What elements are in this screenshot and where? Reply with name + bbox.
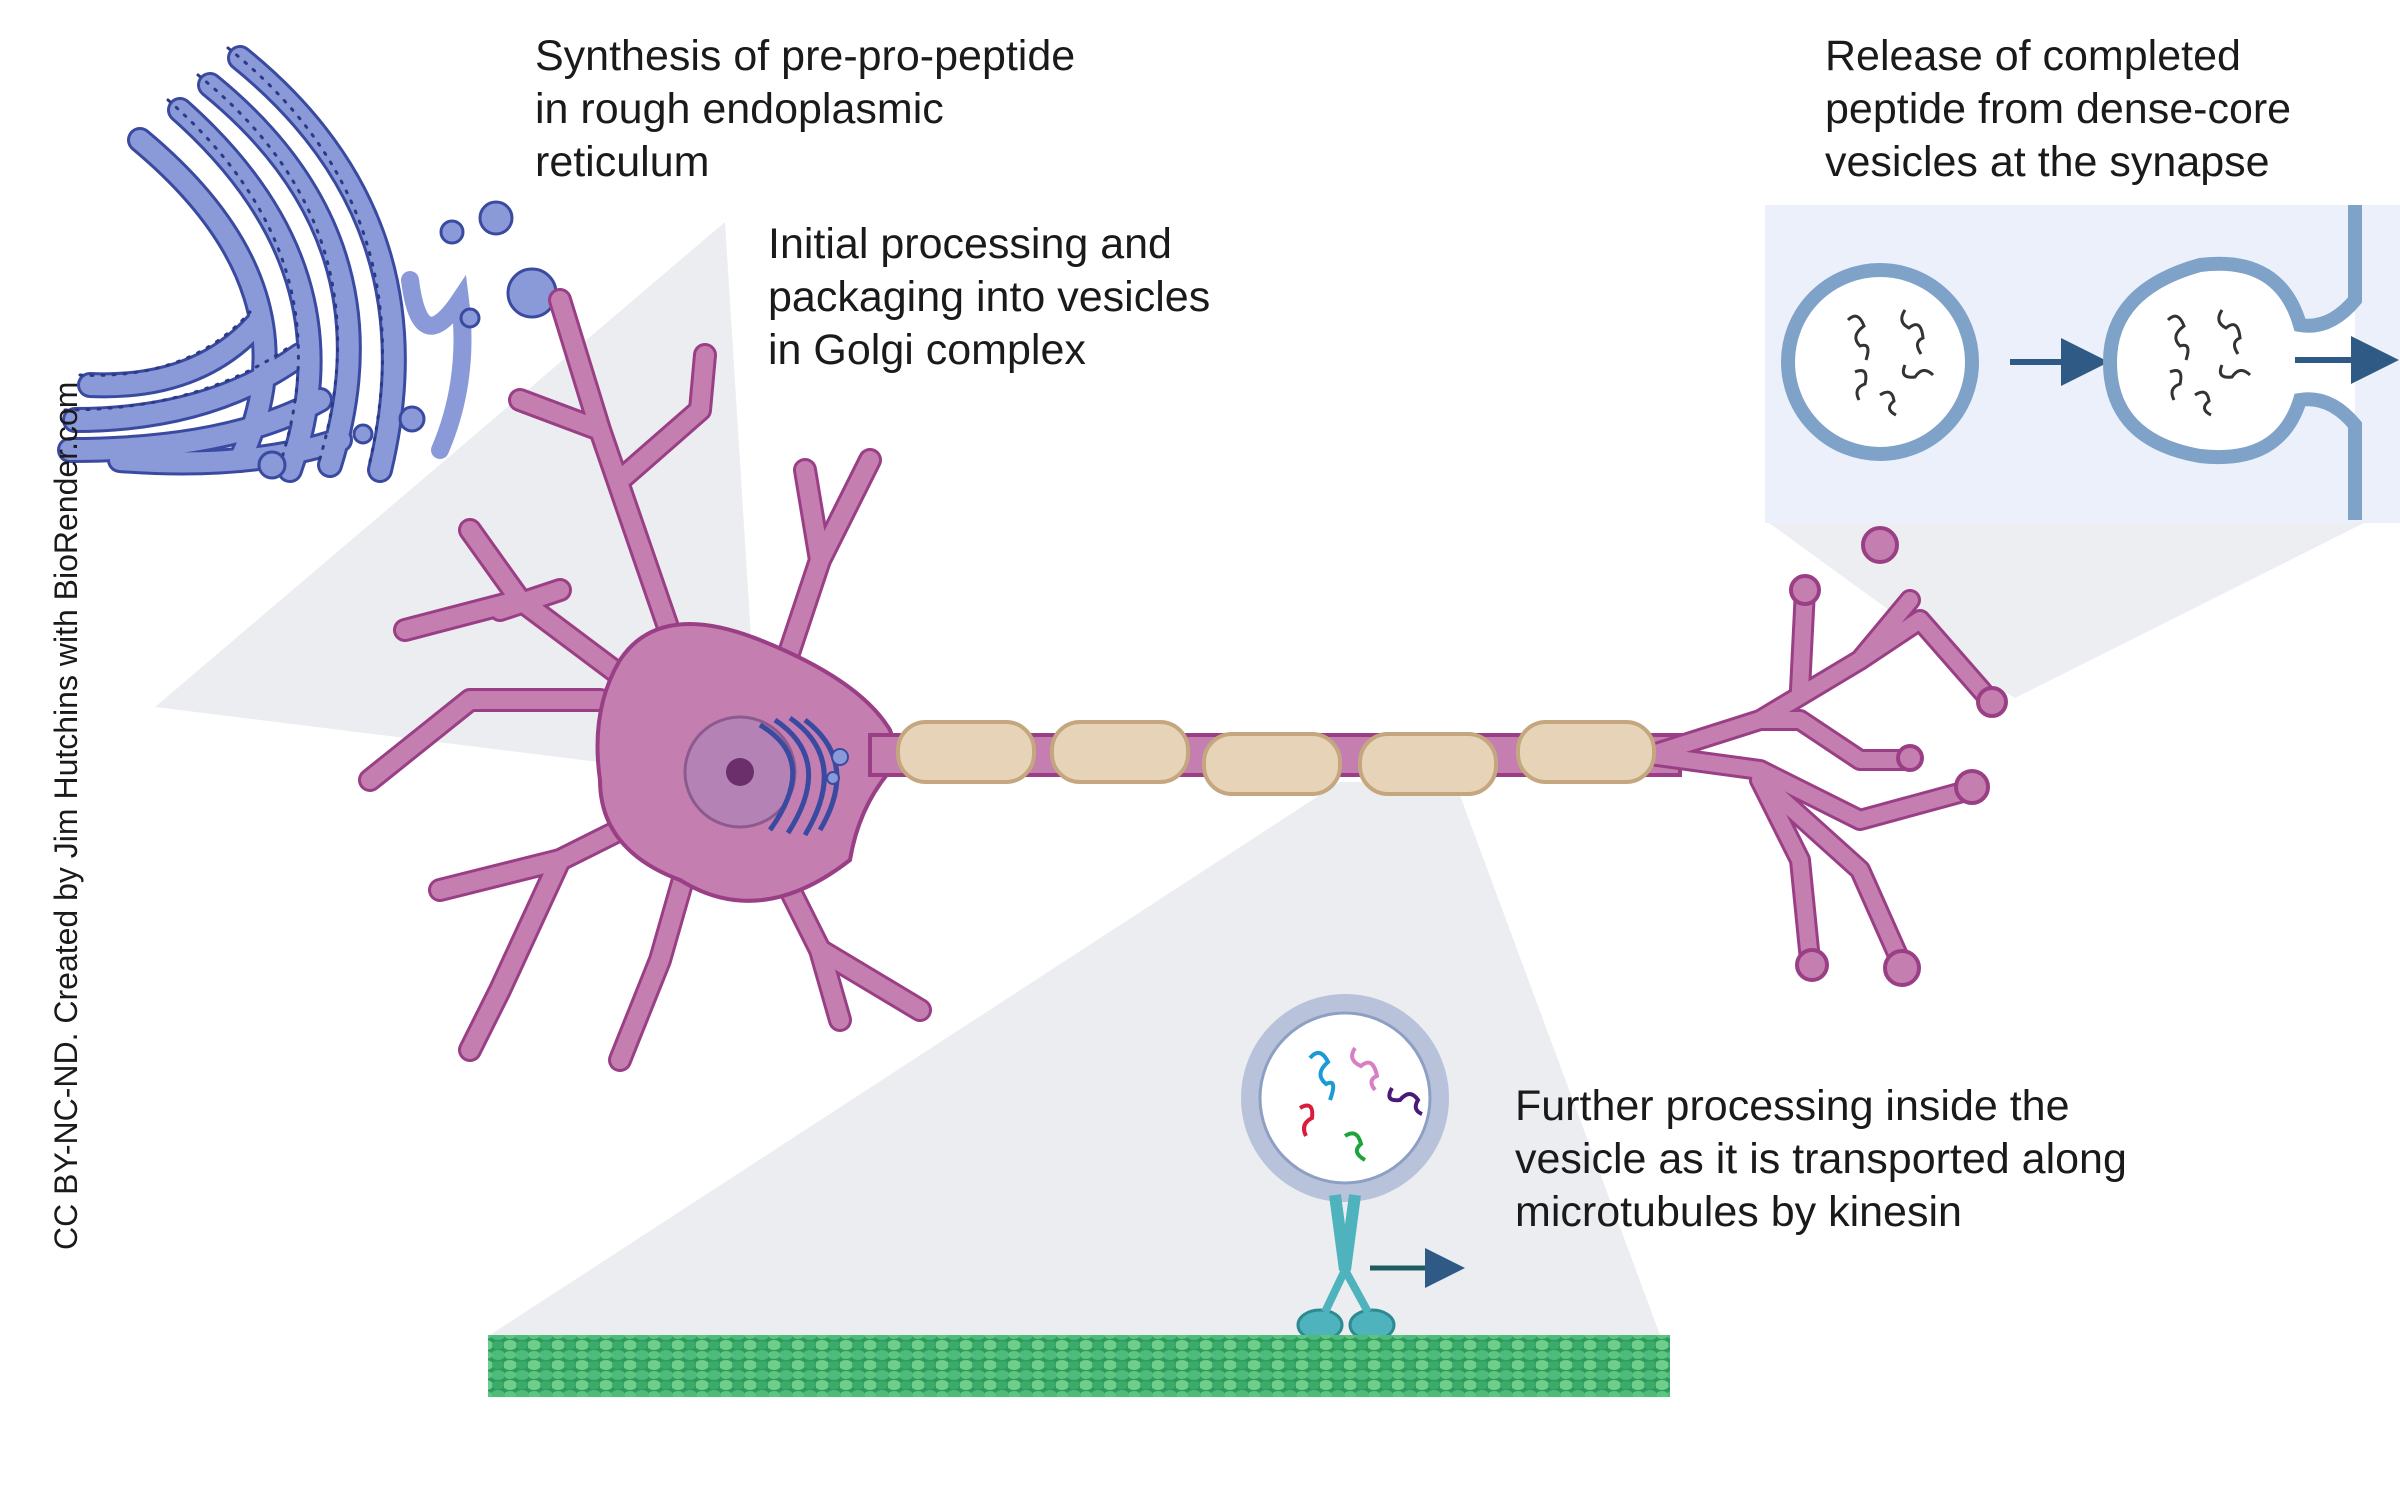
rer-callout-wedge: [155, 222, 760, 782]
kinesin-motor: [1296, 1194, 1396, 1342]
terminal-buttons: [1789, 526, 2008, 987]
myelin-sheaths: [896, 720, 1656, 796]
golgi-complex: [758, 715, 840, 837]
credit-text: CC BY-NC-ND. Created by Jim Hutchins wit…: [48, 381, 84, 1250]
transport-vesicle: [1241, 994, 1449, 1202]
synapse-callout-wedge: [1765, 520, 2370, 698]
microtubule: [488, 1335, 1670, 1397]
dense-core-vesicle-1: [1781, 263, 1979, 461]
rer-label: Synthesis of pre-pro-peptide in rough en…: [535, 32, 1076, 186]
nucleolus: [726, 758, 754, 786]
golgi-vesicles: [826, 748, 849, 785]
axon-terminals: [1639, 579, 2001, 971]
release-label: Release of completed peptide from dense-…: [1825, 32, 2292, 186]
dense-core-vesicle-fusing: [2102, 205, 2362, 520]
golgi-label: Initial processing and packaging into ve…: [768, 220, 1211, 374]
transport-label: Further processing inside the vesicle as…: [1515, 1082, 2127, 1236]
rough-er-illustration: [57, 45, 472, 483]
er-vesicles: [257, 200, 558, 480]
